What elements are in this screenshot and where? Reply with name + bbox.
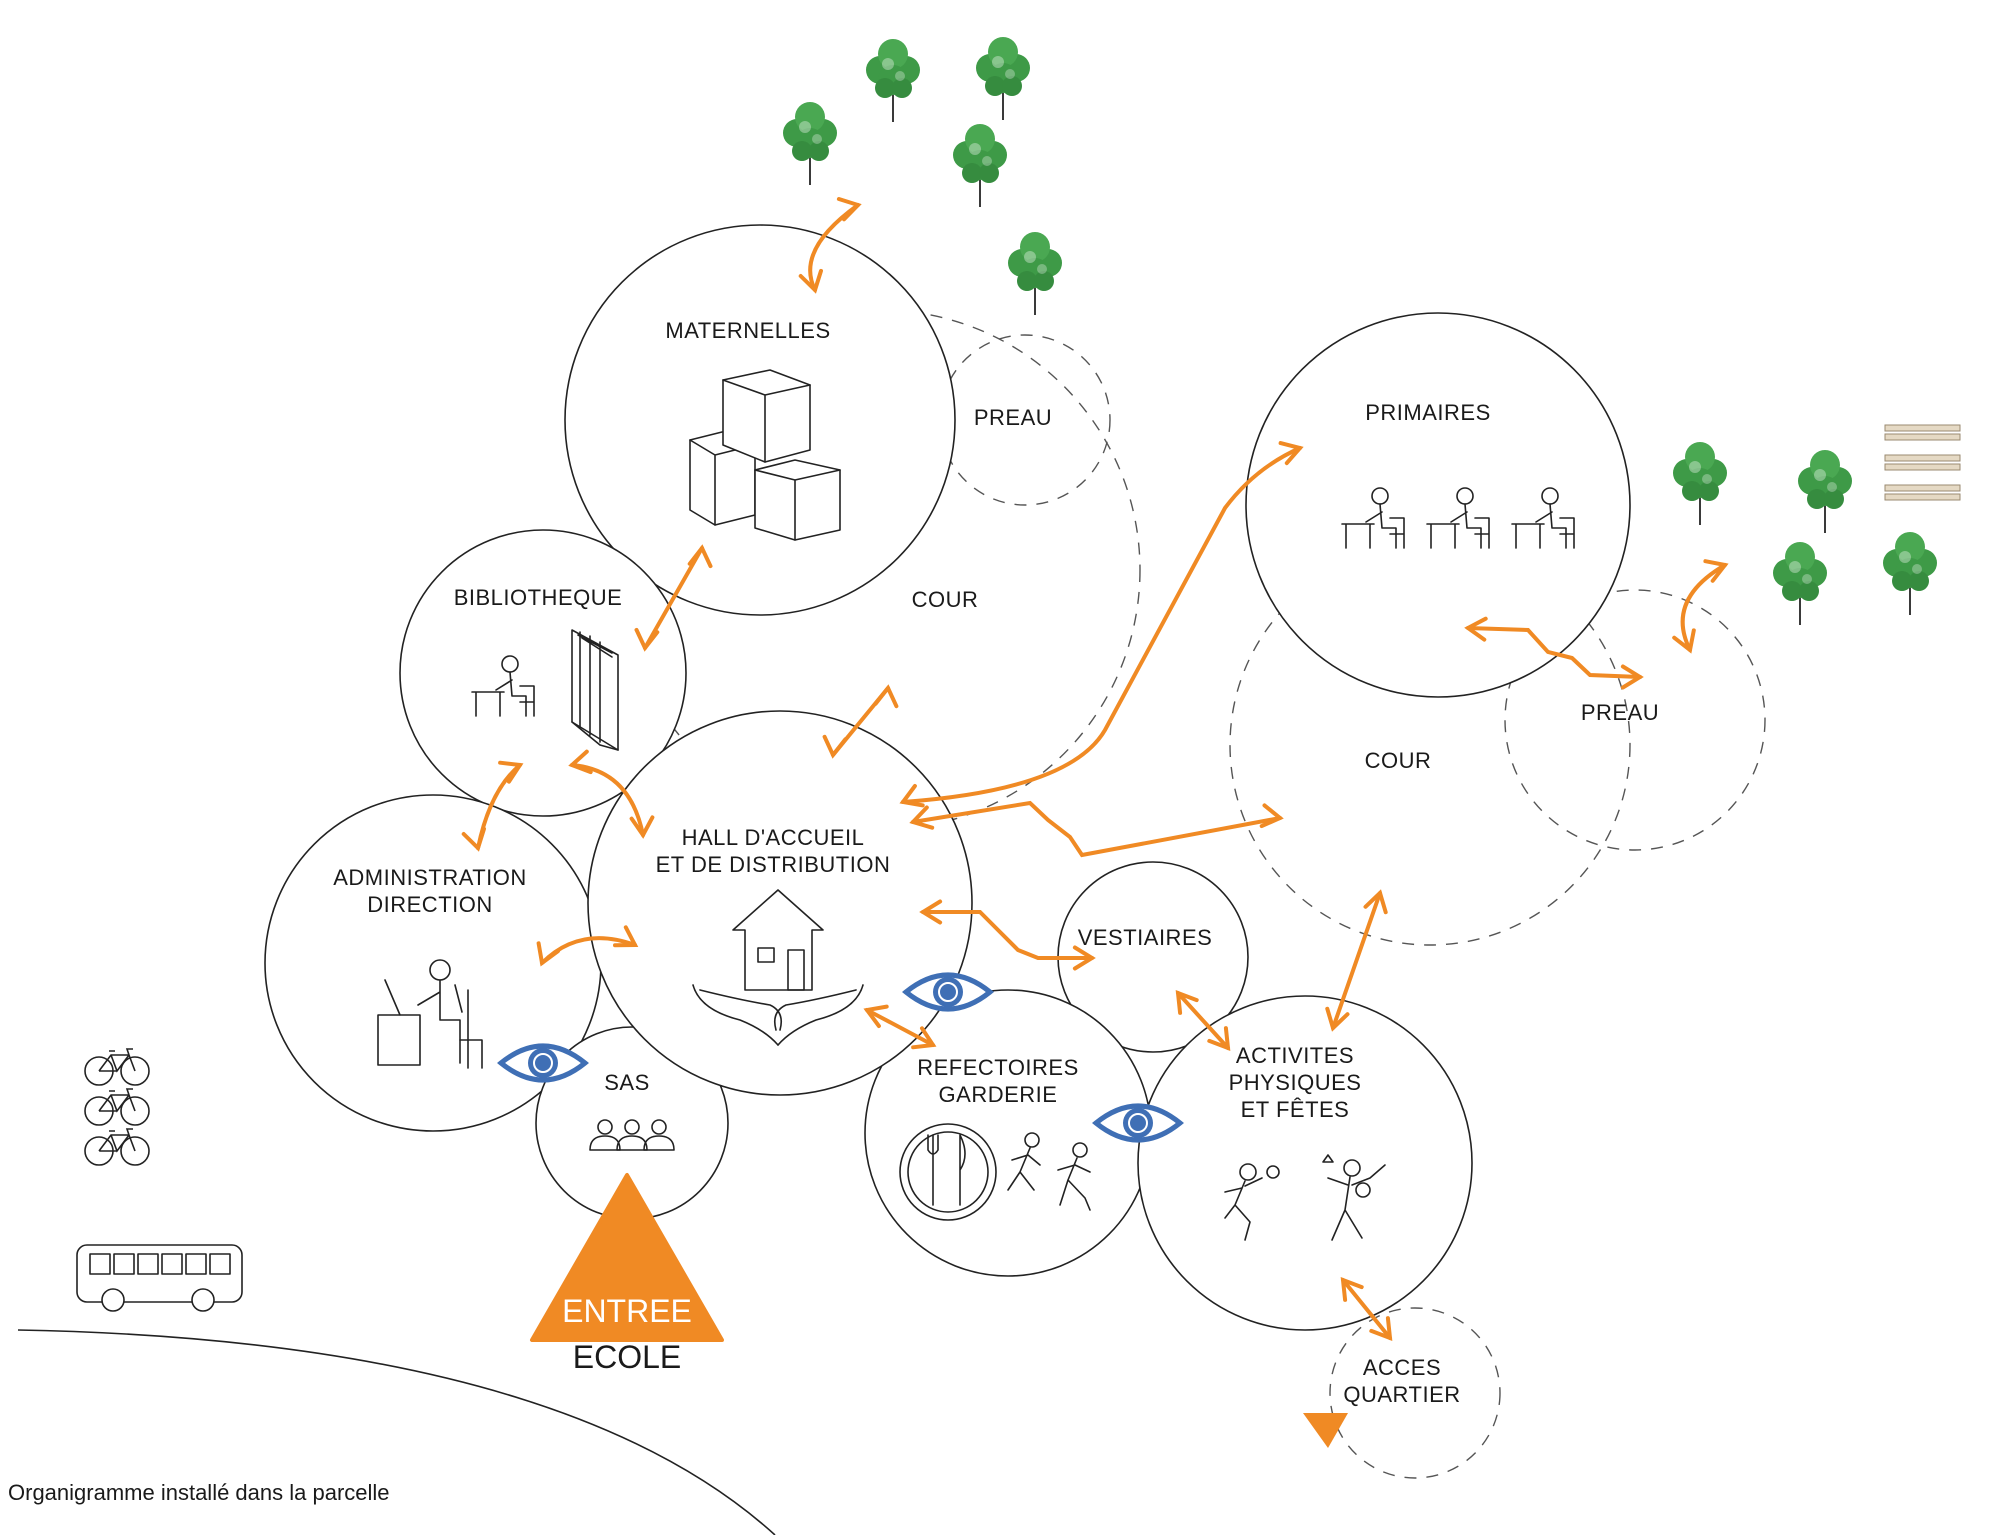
arrow-head — [536, 941, 560, 967]
circulation-arrow — [643, 546, 704, 650]
tree-icon — [1797, 449, 1853, 534]
administration-label-line2: DIRECTION — [367, 892, 493, 917]
arrow-head — [1672, 628, 1696, 654]
arrow-head — [568, 749, 593, 775]
bus-icon — [76, 1244, 243, 1312]
tree-icon — [782, 101, 838, 186]
circulation-arrows — [461, 197, 1729, 1342]
bicycle-icon — [84, 1048, 150, 1086]
tree-icon — [975, 36, 1031, 121]
entrance-triangle — [530, 1173, 724, 1342]
entrance-label: ENTREE — [562, 1293, 692, 1329]
arrow-head — [1259, 803, 1284, 829]
arrow-head — [687, 544, 713, 569]
acces-triangle — [1303, 1413, 1348, 1448]
preau-right-zone — [1504, 589, 1766, 851]
cour-right-zone — [1229, 544, 1631, 946]
arrow-head — [1369, 1316, 1393, 1342]
children-running-icon — [1007, 1132, 1091, 1211]
circulation-arrow — [1331, 891, 1382, 1030]
cour-top-label: COUR — [912, 587, 979, 612]
arrow-head — [919, 899, 943, 925]
hall-label-line1: HALL D'ACCUEIL — [682, 825, 865, 850]
arrow-head — [634, 627, 660, 652]
acces-quartier-label-line1: ACCES — [1363, 1355, 1441, 1380]
arrow-head — [1175, 989, 1199, 1015]
tree-icon — [1672, 441, 1728, 526]
arrow-head — [1340, 1276, 1364, 1302]
acces-quartier-label-line2: QUARTIER — [1343, 1382, 1460, 1407]
arrow-head — [1325, 1006, 1350, 1032]
caption: Organigramme installé dans la parcelle — [8, 1480, 390, 1505]
arrow-head — [822, 734, 848, 759]
circulation-arrow — [901, 446, 1302, 804]
arrow-head — [629, 815, 655, 839]
preau-right-label: PREAU — [1581, 700, 1659, 725]
refectoires-label-line1: REFECTOIRES — [917, 1055, 1079, 1080]
circulation-arrow — [911, 800, 1282, 858]
refectoires-label-line2: GARDERIE — [939, 1082, 1058, 1107]
arrow-head — [909, 805, 935, 830]
plate-cutlery-icon — [899, 1123, 997, 1221]
primaires-zone — [1245, 312, 1631, 698]
tree-icon — [952, 123, 1008, 208]
circulation-arrow — [921, 910, 1094, 960]
sas-label: SAS — [604, 1070, 650, 1095]
circulation-arrow — [808, 203, 860, 292]
tree-icon — [1007, 231, 1063, 316]
tree-icon — [865, 38, 921, 123]
tree-icon — [1772, 541, 1828, 626]
cour-right-label: COUR — [1365, 748, 1432, 773]
house-hands-icon — [692, 889, 864, 1046]
book-icon — [571, 629, 619, 751]
arrow-head — [873, 684, 899, 709]
office-worker-icon — [377, 959, 483, 1069]
bicycle-icon — [84, 1088, 150, 1126]
maternelles-label: MATERNELLES — [665, 318, 830, 343]
circulation-arrow — [1466, 626, 1642, 679]
parking-stripes-icon — [1884, 424, 1961, 501]
cubes-icon — [689, 369, 841, 541]
arrow-head — [798, 268, 823, 294]
activites-label-line2: PHYSIQUES — [1229, 1070, 1362, 1095]
people-group-icon — [589, 1119, 675, 1151]
arrow-head — [461, 826, 486, 852]
activites-zone — [1137, 995, 1473, 1331]
tree-icon — [1882, 531, 1938, 616]
arrow-head — [1072, 945, 1096, 971]
arrow-head — [911, 1026, 937, 1050]
circulation-arrow — [1680, 563, 1727, 652]
activites-label-line1: ACTIVITES — [1236, 1043, 1354, 1068]
arrow-head — [1464, 616, 1488, 642]
hall-label-line2: ET DE DISTRIBUTION — [656, 852, 891, 877]
arrow-head — [1703, 559, 1729, 583]
arrow-head — [1620, 664, 1644, 690]
administration-label-line1: ADMINISTRATION — [333, 865, 527, 890]
activites-label-line3: ET FÊTES — [1241, 1097, 1350, 1122]
arrow-head — [836, 197, 862, 222]
arrow-head — [1278, 441, 1304, 466]
arrow-head — [1363, 889, 1388, 915]
arrow-head — [613, 925, 639, 948]
sports-players-icon — [1224, 1154, 1386, 1241]
circulation-arrow — [1341, 1278, 1392, 1340]
arrow-head — [899, 784, 925, 808]
bibliotheque-label: BIBLIOTHEQUE — [454, 585, 623, 610]
vestiaires-label: VESTIAIRES — [1078, 925, 1213, 950]
street-curve — [17, 1329, 776, 1535]
arrow-head — [863, 1004, 889, 1028]
circulation-arrow — [570, 763, 645, 837]
primaires-label: PRIMAIRES — [1365, 400, 1491, 425]
arrow-head — [1207, 1026, 1231, 1052]
ecole-label: ECOLE — [573, 1339, 681, 1375]
arrow-head — [498, 760, 524, 784]
bicycle-icon — [84, 1128, 150, 1166]
circulation-arrow — [1176, 991, 1230, 1050]
acces-quartier-zone — [1329, 1307, 1501, 1479]
circulation-arrow — [865, 1008, 935, 1047]
preau-top-label: PREAU — [974, 405, 1052, 430]
